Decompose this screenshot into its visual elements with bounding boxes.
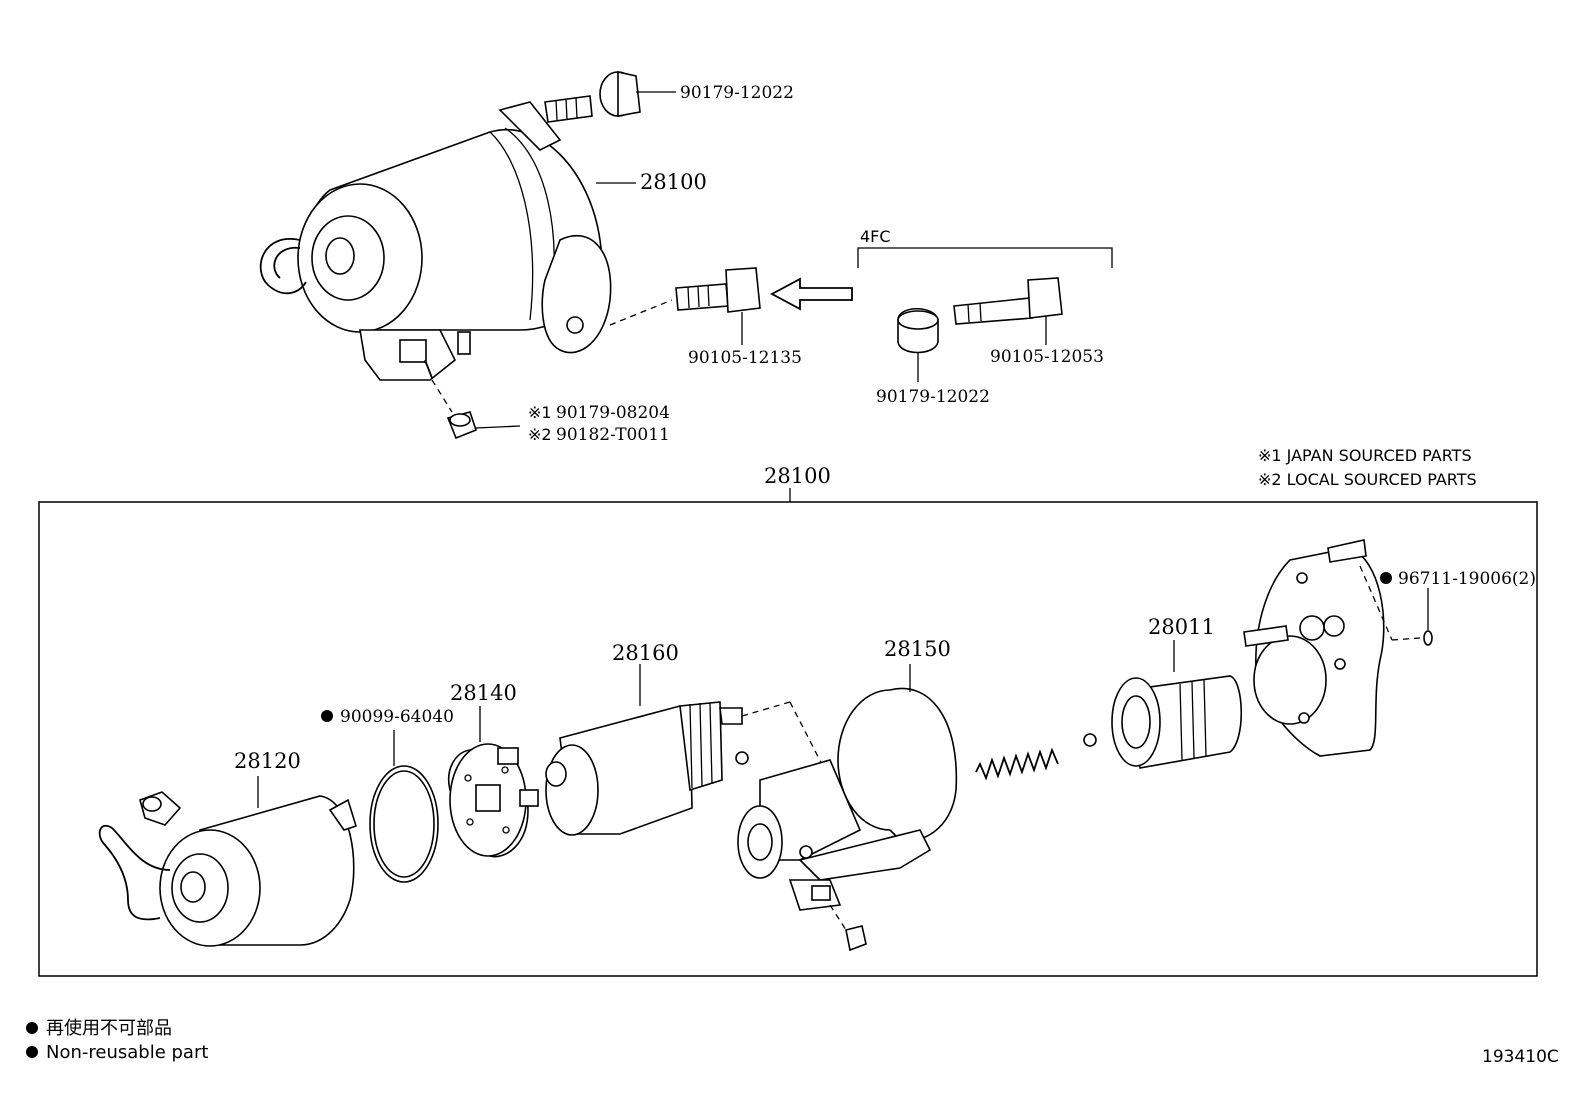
terminal-nut-mark-1: ※1 [528,403,552,422]
assembly-label: 28100 [764,464,831,488]
clutch-label: 28011 [1148,615,1215,639]
terminal-nut-label-2: 90182-T0011 [556,425,670,445]
magnetic-switch-label: 28150 [884,637,951,661]
legend-line-japanese: 再使用不可部品 [46,1018,172,1039]
brush-holder-illustration [448,706,539,858]
non-reusable-dot-icon [321,710,333,722]
o-ring-illustration [369,730,439,883]
armature-illustration [545,664,831,836]
terminal-nut-mark-2: ※2 [528,425,552,444]
note-local-sourced: ※2 LOCAL SOURCED PARTS [1258,470,1477,489]
group-4fc-label: 4FC [860,227,891,246]
yoke-illustration [98,776,357,947]
clutch-illustration [1111,640,1243,769]
exploded-view-frame [38,501,1538,977]
brush-holder-label: 28140 [450,681,517,705]
starter-assembly-illustration [259,71,1113,440]
magnetic-switch-illustration [735,664,958,952]
group-nut-label: 90179-12022 [876,387,990,407]
legend-dot-icon [26,1022,38,1034]
diagram-code: 193410C [1482,1047,1559,1067]
terminal-nut-label-1: 90179-08204 [556,403,670,423]
spring-illustration [975,733,1097,781]
cap-nut-label: 90179-12022 [680,83,794,103]
group-bolt-label: 90105-12053 [990,347,1104,367]
non-reusable-dot-icon-2 [1380,572,1392,584]
legend-dot-icon-2 [26,1046,38,1058]
bolt-label: 90105-12135 [688,348,802,368]
legend-line-english: Non-reusable part [46,1042,208,1063]
note-japan-sourced: ※1 JAPAN SOURCED PARTS [1258,446,1472,465]
armature-label: 28160 [612,641,679,665]
yoke-label: 28120 [234,749,301,773]
drive-housing-illustration [1243,539,1433,757]
starter-label: 28100 [640,170,707,194]
o-ring-label: 90099-64040 [340,707,454,727]
o-ring-2-label: 96711-19006(2) [1398,569,1536,589]
